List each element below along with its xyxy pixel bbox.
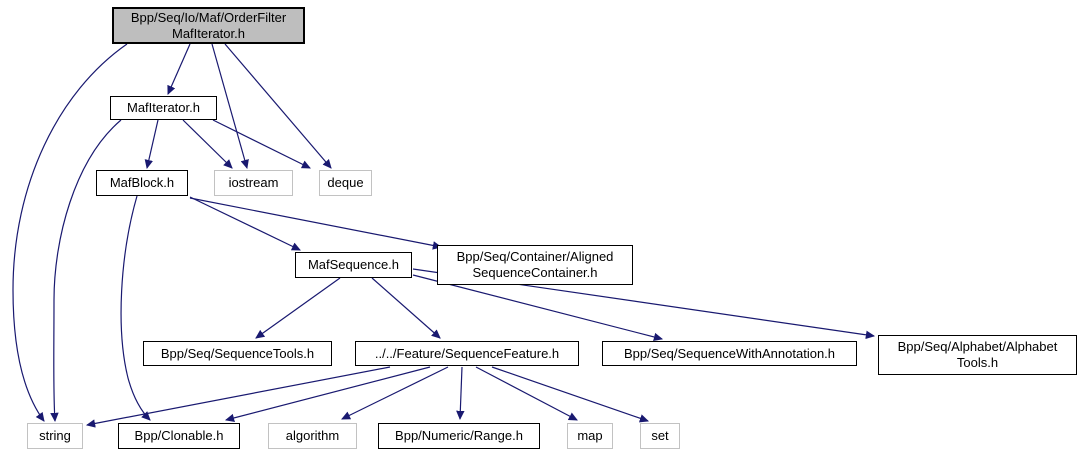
node-sequencefeature[interactable]: ../../Feature/SequenceFeature.h [355,341,579,366]
edge-mafiterator-to-iostream [182,119,233,169]
edge-sequencefeature-to-algorithm [341,366,449,420]
edge-mafblock-to-alignedsequencecontainer [189,197,443,250]
edge-mafsequence-to-sequencefeature [371,277,441,339]
node-alphabettools[interactable]: Bpp/Seq/Alphabet/Alphabet Tools.h [878,335,1077,375]
edge-sequencefeature-to-clonable [224,366,431,423]
node-mafblock[interactable]: MafBlock.h [96,170,188,196]
node-alignedsequencecontainer[interactable]: Bpp/Seq/Container/Aligned SequenceContai… [437,245,633,285]
edge-orderfilter-mafiterator-to-iostream [211,43,249,170]
edge-mafblock-to-mafsequence [189,196,301,251]
edge-sequencefeature-to-set [491,366,649,423]
edge-sequencefeature-to-string [85,366,391,428]
node-map[interactable]: map [567,423,613,449]
edge-mafblock-to-clonable [120,195,151,421]
node-algorithm[interactable]: algorithm [268,423,357,449]
node-orderfilter-mafiterator[interactable]: Bpp/Seq/Io/Maf/OrderFilter MafIterator.h [112,7,305,44]
node-sequencewithannotation[interactable]: Bpp/Seq/SequenceWithAnnotation.h [602,341,857,366]
edge-orderfilter-mafiterator-to-deque [224,43,332,169]
node-string[interactable]: string [27,423,83,449]
edge-mafsequence-to-sequencetools [255,277,341,339]
node-mafiterator[interactable]: MafIterator.h [110,96,217,120]
node-range[interactable]: Bpp/Numeric/Range.h [378,423,540,449]
edge-mafiterator-to-string [50,119,122,423]
edge-mafiterator-to-mafblock [144,119,159,170]
node-deque[interactable]: deque [319,170,372,196]
node-set[interactable]: set [640,423,680,449]
node-mafsequence[interactable]: MafSequence.h [295,252,412,278]
edge-orderfilter-mafiterator-to-mafiterator [167,43,191,95]
node-clonable[interactable]: Bpp/Clonable.h [118,423,240,449]
edge-sequencefeature-to-map [475,366,578,421]
edge-mafiterator-to-deque [212,119,311,169]
edge-sequencefeature-to-range [456,366,465,421]
node-sequencetools[interactable]: Bpp/Seq/SequenceTools.h [143,341,332,366]
node-iostream[interactable]: iostream [214,170,293,196]
